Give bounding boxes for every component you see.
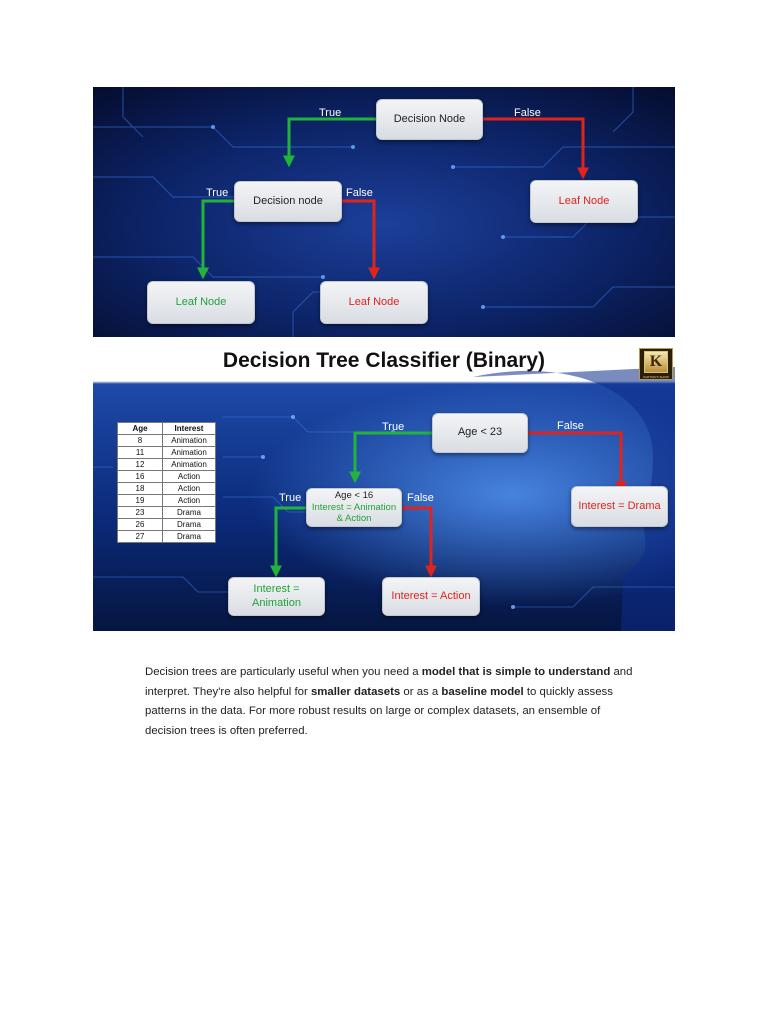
decision-tree-classifier-diagram: Decision Tree Classifier (Binary) K KART… bbox=[93, 347, 675, 631]
edge-label-false: False bbox=[407, 492, 434, 504]
interest-animation-line-1: Interest = bbox=[253, 582, 300, 595]
cell-interest: Animation bbox=[162, 434, 216, 447]
edge-label-false: False bbox=[557, 420, 584, 432]
edge-label-true: True bbox=[319, 107, 342, 119]
logo-mark: K bbox=[644, 351, 668, 373]
cell-interest: Drama bbox=[162, 530, 216, 543]
interest-drama-node: Interest = Drama bbox=[571, 486, 668, 527]
leaf-node-middle: Leaf Node bbox=[320, 281, 428, 324]
diagram-title: Decision Tree Classifier (Binary) bbox=[222, 349, 546, 372]
cell-interest: Animation bbox=[162, 446, 216, 459]
karthik-logo: K KARTHIK'S SHOW bbox=[639, 348, 673, 380]
cell-age: 16 bbox=[117, 470, 163, 483]
cell-interest: Action bbox=[162, 482, 216, 495]
cell-age: 26 bbox=[117, 518, 163, 531]
cell-age: 27 bbox=[117, 530, 163, 543]
table-header-age: Age bbox=[117, 422, 163, 435]
interest-animation-action-label: Interest = Animation bbox=[311, 501, 397, 513]
paragraph-bold: baseline model bbox=[441, 685, 524, 698]
edge-label-true: True bbox=[382, 421, 405, 433]
cell-age: 23 bbox=[117, 506, 163, 519]
table-header-interest: Interest bbox=[162, 422, 216, 435]
paragraph-text: and interpret. They're also helpful for bbox=[145, 666, 633, 698]
edge-label-true: True bbox=[206, 187, 229, 199]
cell-interest: Drama bbox=[162, 518, 216, 531]
paragraph-bold: smaller datasets bbox=[310, 685, 401, 698]
edge-label-false: False bbox=[346, 187, 373, 199]
logo-caption: KARTHIK'S SHOW bbox=[643, 375, 669, 379]
interest-animation-action-label-cont: & Action bbox=[336, 513, 372, 525]
paragraph-text: or as a bbox=[400, 685, 442, 698]
age-under-16-node: Age < 16 Interest = Animation & Action bbox=[306, 488, 402, 527]
cell-age: 8 bbox=[117, 434, 163, 447]
interest-action-node: Interest = Action bbox=[382, 577, 480, 616]
cell-interest: Action bbox=[162, 470, 216, 483]
root-decision-node: Decision Node bbox=[376, 99, 483, 140]
age-under-23-node: Age < 23 bbox=[432, 413, 528, 453]
paragraph-text: to quickly assess patterns in the data. … bbox=[145, 685, 613, 737]
cell-interest: Drama bbox=[162, 506, 216, 519]
edge-label-false: False bbox=[514, 107, 541, 119]
leaf-node-right: Leaf Node bbox=[530, 180, 638, 223]
decision-tree-diagram: True False True False Decision Node Leaf… bbox=[93, 87, 675, 337]
interest-animation-node: Interest = Animation bbox=[228, 577, 325, 616]
description-paragraph: Decision trees are particularly useful w… bbox=[145, 663, 645, 741]
cell-interest: Animation bbox=[162, 458, 216, 471]
paragraph-text: Decision trees are particularly useful w… bbox=[145, 666, 422, 679]
edge-label-true: True bbox=[279, 492, 302, 504]
decision-node: Decision node bbox=[234, 181, 342, 222]
cell-age: 18 bbox=[117, 482, 163, 495]
cell-age: 19 bbox=[117, 494, 163, 507]
leaf-node-left: Leaf Node bbox=[147, 281, 255, 324]
cell-age: 11 bbox=[117, 446, 163, 459]
cell-interest: Action bbox=[162, 494, 216, 507]
interest-animation-line-2: Animation bbox=[252, 596, 301, 609]
age-under-16-label: Age < 16 bbox=[334, 489, 374, 501]
paragraph-bold: model that is simple to understand bbox=[421, 666, 611, 679]
cell-age: 12 bbox=[117, 458, 163, 471]
